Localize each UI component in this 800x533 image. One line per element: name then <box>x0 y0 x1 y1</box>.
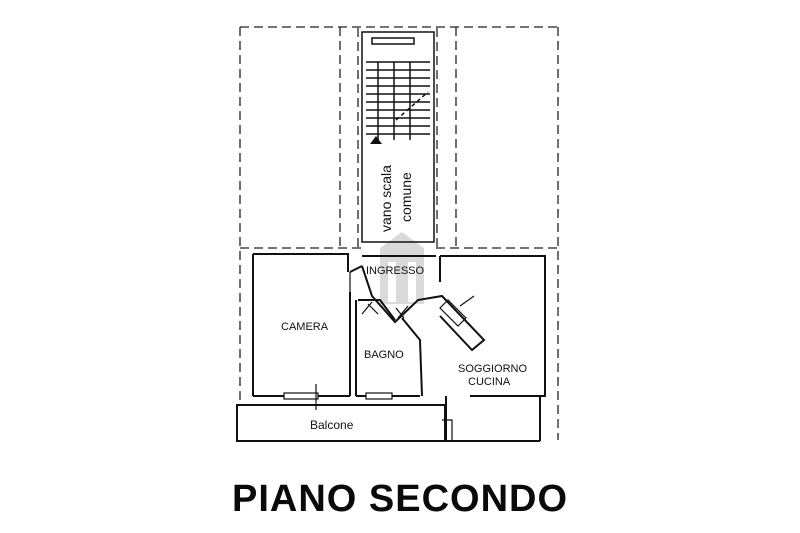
room-label-bedroom: CAMERA <box>281 321 329 333</box>
floor-title: PIANO SECONDO <box>231 478 569 520</box>
apartment-walls <box>252 253 546 442</box>
room-label-kitchen: CUCINA <box>468 376 511 388</box>
room-label-living: SOGGIORNO <box>458 363 528 375</box>
stairwell <box>361 31 435 243</box>
door-window-marks <box>283 272 475 440</box>
stairwell-label-2: comune <box>398 172 414 222</box>
stairwell-label: vano scala <box>378 165 394 232</box>
room-label-balcony: Balcone <box>310 418 354 432</box>
outer-perimeter <box>239 26 559 440</box>
balcony-outline <box>236 396 541 442</box>
watermark-logo <box>380 232 424 304</box>
stairwell-label-line1: vano scala <box>378 165 394 232</box>
room-label-entrance: INGRESSO <box>366 265 425 277</box>
stairwell-label-line2: comune <box>398 172 414 222</box>
room-label-bathroom: BAGNO <box>364 349 404 361</box>
